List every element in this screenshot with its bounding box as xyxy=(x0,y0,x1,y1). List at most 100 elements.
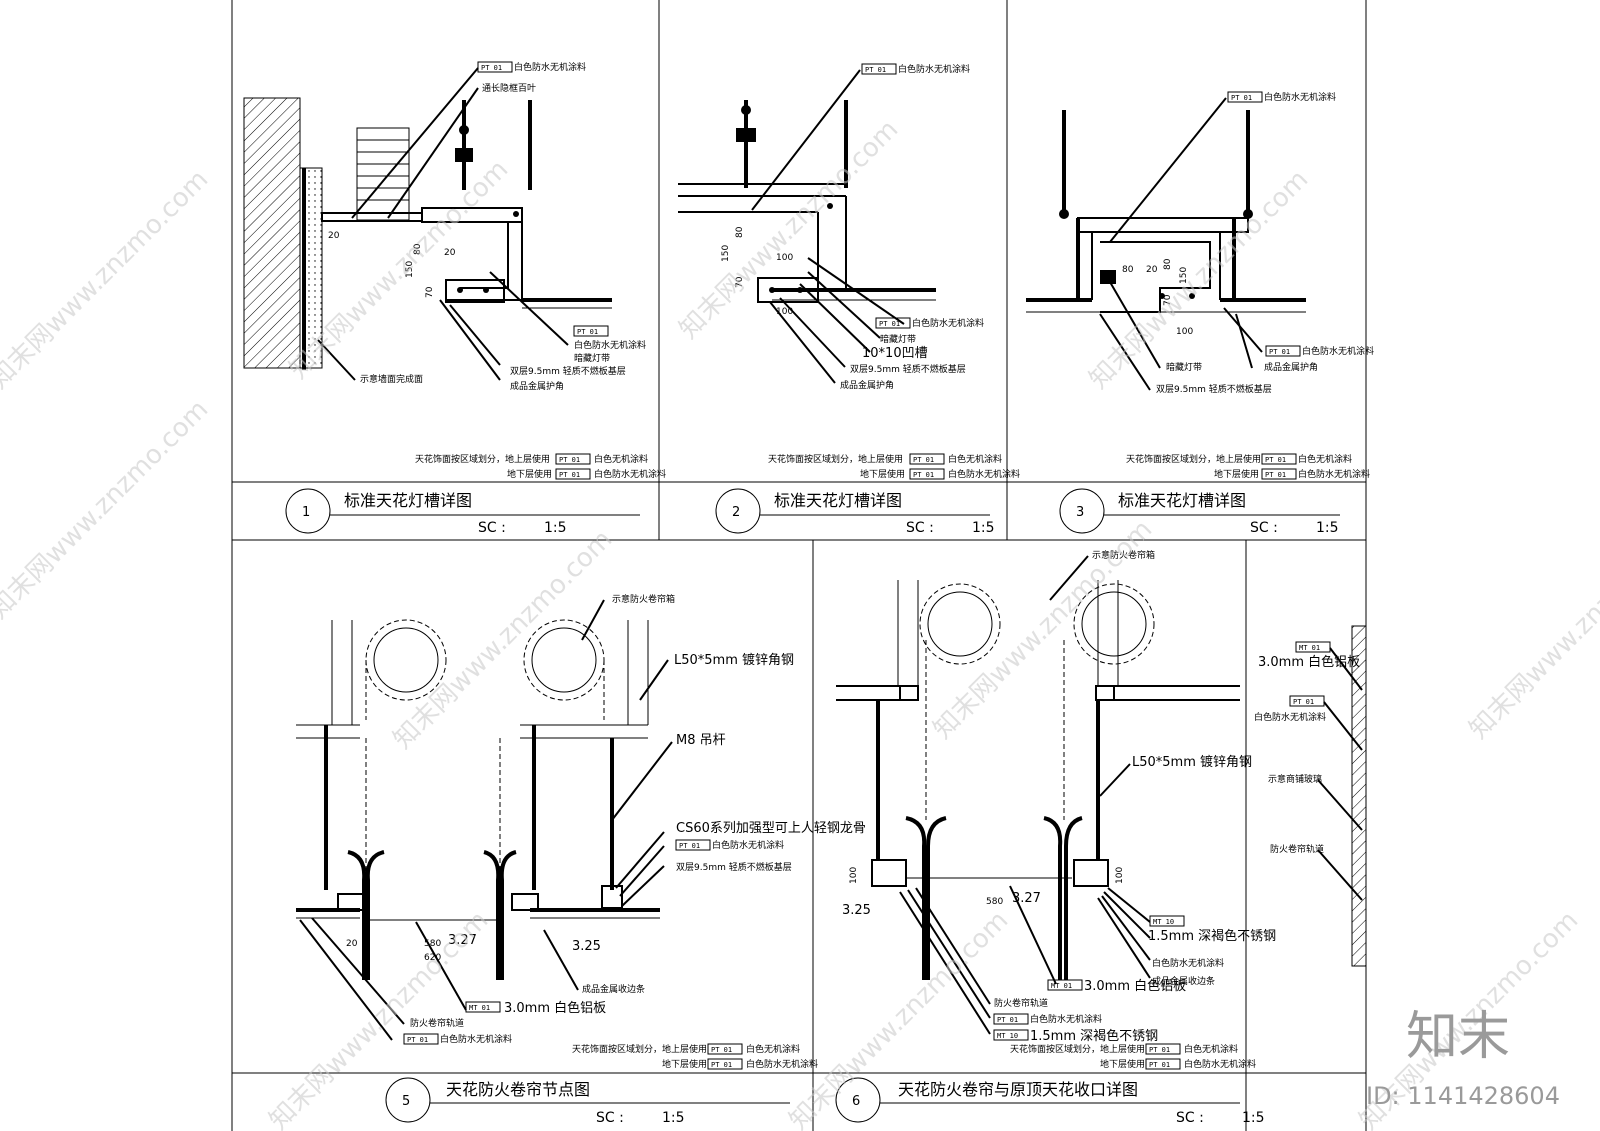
note-5b: 地下层使用 xyxy=(662,1058,707,1070)
note-1b-tail: 白色防水无机涂料 xyxy=(594,468,666,480)
dim-1d: 70 xyxy=(425,286,435,298)
tag-pt: PT 01 xyxy=(1265,456,1286,464)
note-1a: 天花饰面按区域划分，地上层使用 xyxy=(415,453,550,465)
tag-mt: MT 01 xyxy=(1051,982,1072,990)
detail-6-scale-label: SC : xyxy=(1176,1110,1204,1126)
dim-6e: 100 xyxy=(1115,867,1125,884)
label-3-board: 双层9.5mm 轻质不燃板基层 xyxy=(1156,383,1272,395)
label-5-edge: 成品金属收边条 xyxy=(582,983,645,995)
dim-1c: 150 xyxy=(405,261,415,278)
dim-3a: 80 xyxy=(1122,265,1134,275)
tag-pt: PT 01 xyxy=(559,456,580,464)
tag-pt: PT 01 xyxy=(1269,348,1290,356)
detail-5-scale: 1:5 xyxy=(662,1110,685,1126)
detail-1-scale: 1:5 xyxy=(544,520,567,536)
tag-pt: PT 01 xyxy=(913,456,934,464)
tag-pt: PT 01 xyxy=(679,842,700,850)
dim-3d: 150 xyxy=(1179,267,1189,284)
label-6-paint: 白色防水无机涂料 xyxy=(1152,957,1224,969)
watermark-5: 知末网www.znzmo.com xyxy=(0,394,214,625)
detail-1: 80 20 150 70 20 PT 01 白色防水无机涂料 通长隐框百叶 PT… xyxy=(243,61,666,536)
dim-1a: 80 xyxy=(413,243,423,255)
label-5-keel: CS60系列加强型可上人轻钢龙骨 xyxy=(676,821,866,836)
watermark-1: 知末网www.znzmo.com xyxy=(0,164,214,395)
label-1-corner: 成品金属护角 xyxy=(510,380,564,392)
tag-pt: PT 01 xyxy=(711,1061,732,1069)
label-6-paint2: 白色防水无机涂料 xyxy=(1030,1013,1102,1025)
tag-pt: PT 01 xyxy=(577,328,598,336)
detail-3-scale: 1:5 xyxy=(1316,520,1339,536)
label-5-angle: L50*5mm 镀锌角钢 xyxy=(674,652,794,668)
side-paint: 白色防水无机涂料 xyxy=(1254,711,1326,723)
dim-3e: 70 xyxy=(1163,294,1173,306)
label-3-tag-right: 白色防水无机涂料 xyxy=(1302,345,1374,357)
label-5-paint2: 白色防水无机涂料 xyxy=(440,1033,512,1045)
tag-pt: PT 01 xyxy=(997,1016,1018,1024)
detail-6-title: 天花防火卷帘与原顶天花收口详图 xyxy=(898,1080,1138,1099)
dim-5e: 3.25 xyxy=(572,939,601,954)
note-2b-tail: 白色防水无机涂料 xyxy=(948,468,1020,480)
tag-pt: PT 01 xyxy=(1231,94,1252,102)
note-1a-tail: 白色无机涂料 xyxy=(594,453,648,465)
label-5-paint: 白色防水无机涂料 xyxy=(712,839,784,851)
dim-2e: 100 xyxy=(776,307,793,317)
label-6-angle: L50*5mm 镀锌角钢 xyxy=(1132,754,1252,770)
tag-pt: PT 01 xyxy=(879,320,900,328)
label-6-track: 防火卷帘轨道 xyxy=(994,997,1048,1009)
sheet-frame xyxy=(231,0,1367,1131)
logo-text: 知末 xyxy=(1406,1007,1510,1067)
dim-5a: 20 xyxy=(346,939,358,949)
side-alu: 3.0mm 白色铝板 xyxy=(1258,654,1360,670)
wall-hatch xyxy=(243,97,301,369)
label-1-tag-right: 白色防水无机涂料 xyxy=(574,339,646,351)
detail-1-scale-label: SC : xyxy=(478,520,506,536)
watermark-6: 知末网www.znzmo.com xyxy=(388,524,619,755)
dim-2c: 70 xyxy=(735,276,745,288)
tag-mt10: MT 10 xyxy=(997,1032,1018,1040)
note-1b: 地下层使用 xyxy=(507,468,552,480)
detail-2-number: 2 xyxy=(732,505,740,520)
label-6-alu: 3.0mm 白色铝板 xyxy=(1084,978,1186,994)
detail-6-scale: 1:5 xyxy=(1242,1110,1265,1126)
dim-6c: 3.27 xyxy=(1012,891,1041,906)
label-1-louver: 通长隐框百叶 xyxy=(482,82,536,94)
label-5-alu: 3.0mm 白色铝板 xyxy=(504,1000,606,1016)
label-2-light: 暗藏灯带 xyxy=(880,333,916,345)
tag-pt: PT 01 xyxy=(711,1046,732,1054)
tag-pt: PT 01 xyxy=(1265,471,1286,479)
label-5-box: 示意防火卷帘箱 xyxy=(612,593,675,605)
louver-box xyxy=(356,127,410,221)
detail-3-number: 3 xyxy=(1076,505,1084,520)
note-5a: 天花饰面按区域划分，地上层使用 xyxy=(572,1043,707,1055)
dim-5b: 580 xyxy=(424,939,441,949)
dim-5d: 3.27 xyxy=(448,933,477,948)
label-1-light: 暗藏灯带 xyxy=(574,352,610,364)
watermarks: 知末网www.znzmo.com 知末网www.znzmo.com 知末网www… xyxy=(0,114,1600,1131)
label-2-top: 白色防水无机涂料 xyxy=(898,63,970,75)
dim-2b: 150 xyxy=(721,245,731,262)
side-track: 防火卷帘轨道 xyxy=(1270,843,1324,855)
tag-pt: PT 01 xyxy=(1149,1061,1170,1069)
tag-pt: PT 01 xyxy=(1293,698,1314,706)
dim-2a: 80 xyxy=(735,226,745,238)
watermark-7: 知末网www.znzmo.com xyxy=(928,514,1159,745)
detail-3: 80 20 80 150 70 100 PT 01 白色防水无机涂料 暗藏灯带 … xyxy=(1026,91,1374,536)
note-3a-tail: 白色无机涂料 xyxy=(1298,453,1352,465)
note-2a-tail: 白色无机涂料 xyxy=(948,453,1002,465)
detail-5-number: 5 xyxy=(402,1094,410,1109)
side-wall-hatch xyxy=(1351,625,1367,967)
watermark-8: 知末网www.znzmo.com xyxy=(1464,514,1600,745)
label-2-corner: 成品金属护角 xyxy=(840,379,894,391)
label-3-corner: 成品金属护角 xyxy=(1264,361,1318,373)
label-1-top: 白色防水无机涂料 xyxy=(514,61,586,73)
brand-logo: 知末 ID: 1141428604 xyxy=(1366,1007,1560,1110)
detail-6-number: 6 xyxy=(852,1094,860,1109)
dim-6d: 3.25 xyxy=(842,903,871,918)
label-2-groove: 10*10凹槽 xyxy=(862,346,928,361)
detail-5-title: 天花防火卷帘节点图 xyxy=(446,1080,590,1099)
note-3a: 天花饰面按区域划分，地上层使用 xyxy=(1126,453,1261,465)
detail-2-scale-label: SC : xyxy=(906,520,934,536)
tag-mt: MT 01 xyxy=(1299,644,1320,652)
note-3b-tail: 白色防水无机涂料 xyxy=(1298,468,1370,480)
